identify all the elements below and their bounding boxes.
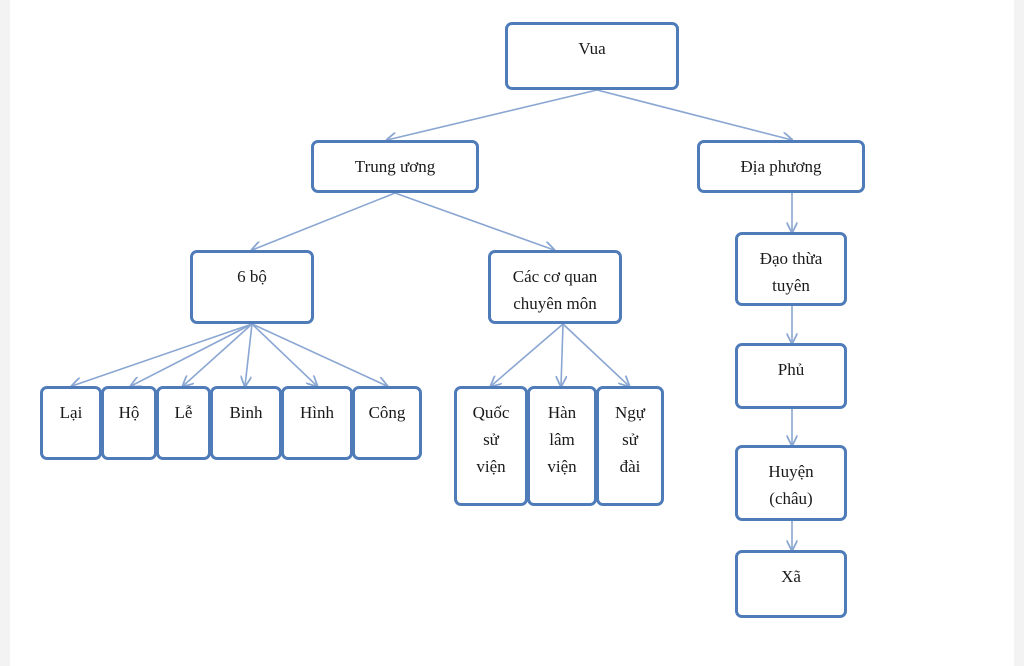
node-trung-uong: Trung ương xyxy=(311,140,479,193)
diagram-canvas xyxy=(10,0,1014,666)
node-han-lam-vien: Hàn lâm viện xyxy=(527,386,597,506)
node-phu-label: Phủ xyxy=(777,360,805,379)
node-quoc-su-vien-label: Quốc sử viện xyxy=(472,403,510,476)
node-han-lam-vien-label: Hàn lâm viện xyxy=(547,403,577,476)
node-binh-label: Binh xyxy=(229,403,263,422)
node-phu: Phủ xyxy=(735,343,847,409)
node-le-label: Lễ xyxy=(174,403,193,422)
node-xa-label: Xã xyxy=(781,567,801,586)
node-huyen-chau: Huyện (châu) xyxy=(735,445,847,521)
node-cong-label: Công xyxy=(368,403,406,422)
node-dia-phuong: Địa phương xyxy=(697,140,865,193)
node-dao-thua-tuyen-label: Đạo thừa tuyên xyxy=(759,249,823,295)
node-trung-uong-label: Trung ương xyxy=(354,157,436,176)
node-quoc-su-vien: Quốc sử viện xyxy=(454,386,528,506)
node-dia-phuong-label: Địa phương xyxy=(740,157,822,176)
node-6-bo: 6 bộ xyxy=(190,250,314,324)
node-ngu-su-dai-label: Ngự sử đài xyxy=(615,403,645,476)
node-xa: Xã xyxy=(735,550,847,618)
node-le: Lễ xyxy=(156,386,211,460)
node-vua-label: Vua xyxy=(578,39,606,58)
node-cac-co-quan-chuyen-mon: Các cơ quan chuyên môn xyxy=(488,250,622,324)
node-binh: Binh xyxy=(210,386,282,460)
node-huyen-chau-label: Huyện (châu) xyxy=(768,462,814,508)
node-vua: Vua xyxy=(505,22,679,90)
node-ngu-su-dai: Ngự sử đài xyxy=(596,386,664,506)
node-cac-co-quan-label: Các cơ quan chuyên môn xyxy=(512,267,598,313)
node-ho: Hộ xyxy=(101,386,157,460)
node-6-bo-label: 6 bộ xyxy=(237,267,267,286)
node-hinh-label: Hình xyxy=(300,403,334,422)
node-ho-label: Hộ xyxy=(118,403,140,422)
node-dao-thua-tuyen: Đạo thừa tuyên xyxy=(735,232,847,306)
node-lai-label: Lại xyxy=(59,403,83,422)
node-hinh: Hình xyxy=(281,386,353,460)
node-lai: Lại xyxy=(40,386,102,460)
node-cong: Công xyxy=(352,386,422,460)
